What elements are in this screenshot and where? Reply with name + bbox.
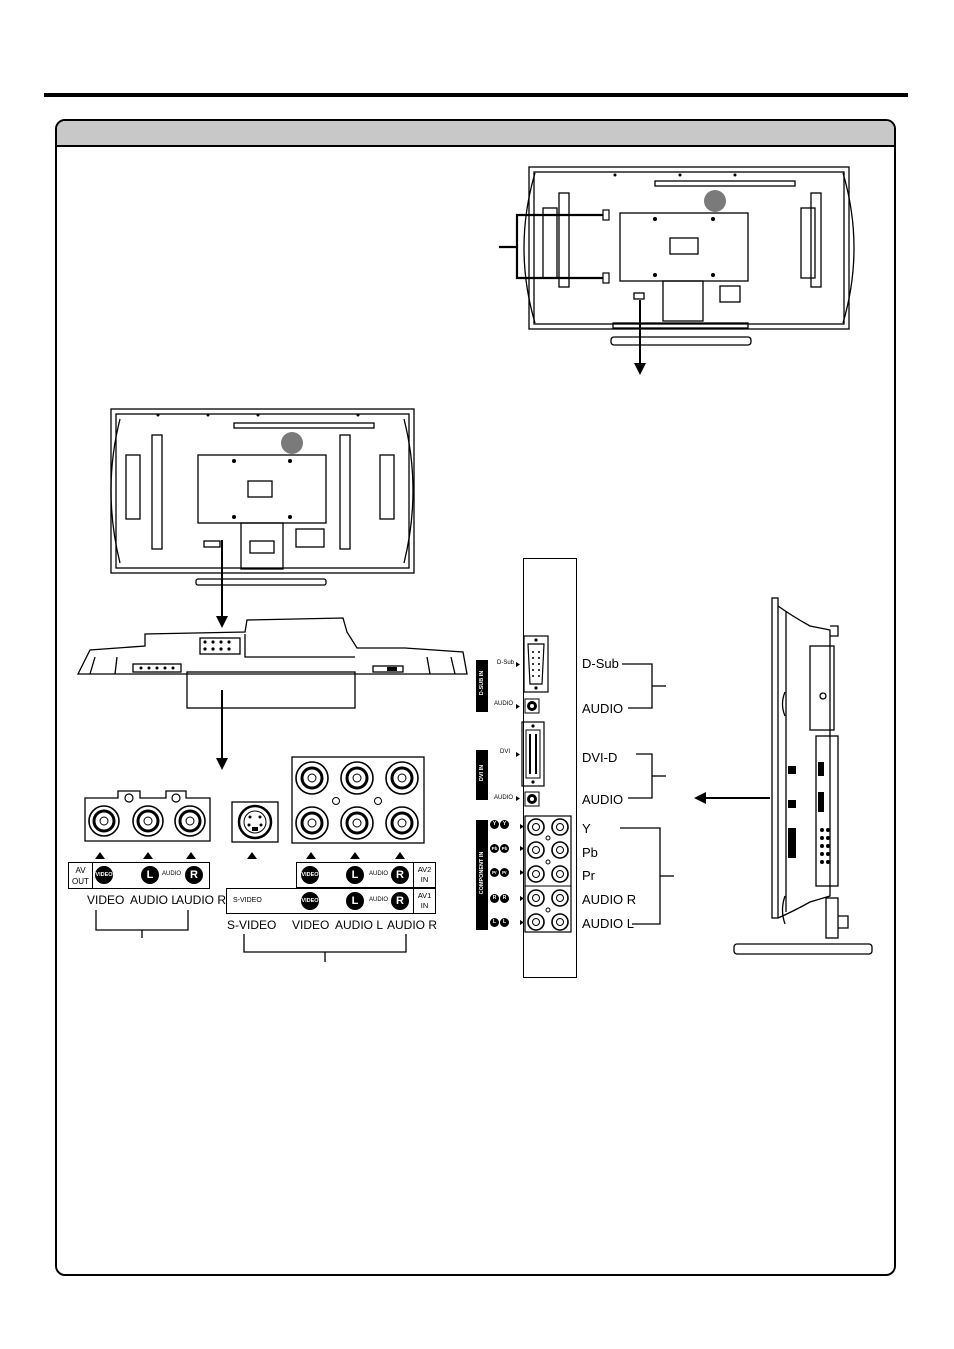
audio-small-text: AUDIO: [369, 871, 389, 877]
comp-r-badge-icon-2: R: [500, 894, 509, 903]
pointer-arrows: [95, 852, 405, 859]
side-label-dvi-audio: AUDIO: [582, 792, 624, 807]
side-label-dsub-audio: AUDIO: [582, 701, 624, 716]
dvi-audio-port-label: AUDIO: [494, 795, 514, 801]
right-badge-icon: R: [391, 866, 409, 884]
arrow-down-1: [216, 540, 228, 628]
av2-in-badge-row: VIDEO L AUDIO R AV2 IN: [296, 862, 436, 888]
arrow-left: [694, 792, 770, 804]
comp-y-badge-icon-2: Y: [500, 820, 509, 829]
side-label-brackets: [620, 663, 674, 925]
video-badge-icon: VIDEO: [301, 892, 319, 910]
dsub-in-tab: D-SUB IN: [476, 660, 488, 712]
comp-y-badge-icon: Y: [490, 820, 499, 829]
video-badge-icon: VIDEO: [95, 866, 113, 884]
av-out-connector-block: [84, 790, 211, 842]
comp-pb-badge-icon-2: Pb: [500, 844, 509, 853]
dsub-in-tab-text: D-SUB IN: [479, 670, 485, 696]
comp-pr-badge-icon-2: Pr: [500, 868, 509, 877]
side-label-audio-l: AUDIO L: [582, 916, 635, 931]
audio-small-text: AUDIO: [369, 897, 389, 903]
av-out-badge-row: AV OUT VIDEO L AUDIO R: [68, 862, 210, 889]
av-in-label-audio-l: AUDIO L: [335, 918, 384, 932]
left-badge-icon: L: [346, 892, 364, 910]
tv-bottom-view: [76, 617, 468, 709]
av-out-label-video: VIDEO: [87, 893, 125, 907]
comp-r-badge-icon: R: [490, 894, 499, 903]
av-out-label-audio-l: AUDIO L: [130, 893, 179, 907]
side-label-dvi: DVI-D: [582, 750, 618, 765]
av2-in-text: AV2 IN: [413, 863, 435, 887]
av-in-label-audio-r: AUDIO R: [387, 918, 438, 932]
s-video-connector: [231, 801, 279, 843]
av1-in-text: AV1 IN: [413, 889, 435, 913]
panel-header-bar: [57, 121, 894, 147]
left-badge-icon: L: [346, 866, 364, 884]
arrow-down-2: [216, 690, 228, 770]
dvi-in-tab-text: DVI IN: [479, 764, 485, 782]
video-badge-icon: VIDEO: [301, 866, 319, 884]
tv-rear-view-middle: [110, 408, 415, 586]
side-label-pr: Pr: [582, 868, 595, 883]
av-in-label-s-video: S-VIDEO: [227, 918, 277, 932]
side-terminal-panel: [523, 558, 577, 978]
left-badge-icon: L: [141, 866, 159, 884]
header-rule: [44, 93, 908, 97]
comp-l-badge-icon-2: L: [500, 918, 509, 927]
component-in-tab: COMPONENT IN: [476, 820, 488, 930]
side-label-pb: Pb: [582, 845, 598, 860]
dsub-audio-port-label: AUDIO: [494, 701, 514, 707]
comp-l-badge-icon: L: [490, 918, 499, 927]
dvi-in-tab: DVI IN: [476, 750, 488, 800]
side-label-y: Y: [582, 821, 591, 836]
component-in-tab-text: COMPONENT IN: [479, 851, 485, 895]
comp-pr-badge-icon: Pr: [490, 868, 499, 877]
av-out-label-audio-r: AUDIO R: [176, 893, 227, 907]
content-panel: [55, 119, 896, 1276]
svideo-small-text: S-VIDEO: [233, 897, 262, 904]
side-label-dsub: D-Sub: [582, 656, 619, 671]
av-in-connector-block: [291, 756, 425, 844]
right-badge-icon: R: [391, 892, 409, 910]
av-in-bracket: [243, 934, 407, 962]
audio-small-text: AUDIO: [162, 871, 182, 877]
tv-side-view: [733, 597, 873, 955]
dsub-port-label: D-Sub: [497, 660, 515, 666]
side-panel-ports: [516, 635, 572, 933]
av-in-label-video: VIDEO: [292, 918, 330, 932]
comp-pb-badge-icon: Pb: [490, 844, 499, 853]
side-label-audio-r: AUDIO R: [582, 892, 637, 907]
dvi-port-label: DVI: [500, 749, 511, 755]
av1-in-badge-row: S-VIDEO VIDEO L AUDIO R AV1 IN: [226, 888, 436, 914]
av-out-text: AV OUT: [69, 863, 93, 888]
tv-rear-view-top: [499, 166, 855, 375]
right-badge-icon: R: [185, 866, 203, 884]
av-out-bracket: [95, 910, 189, 938]
